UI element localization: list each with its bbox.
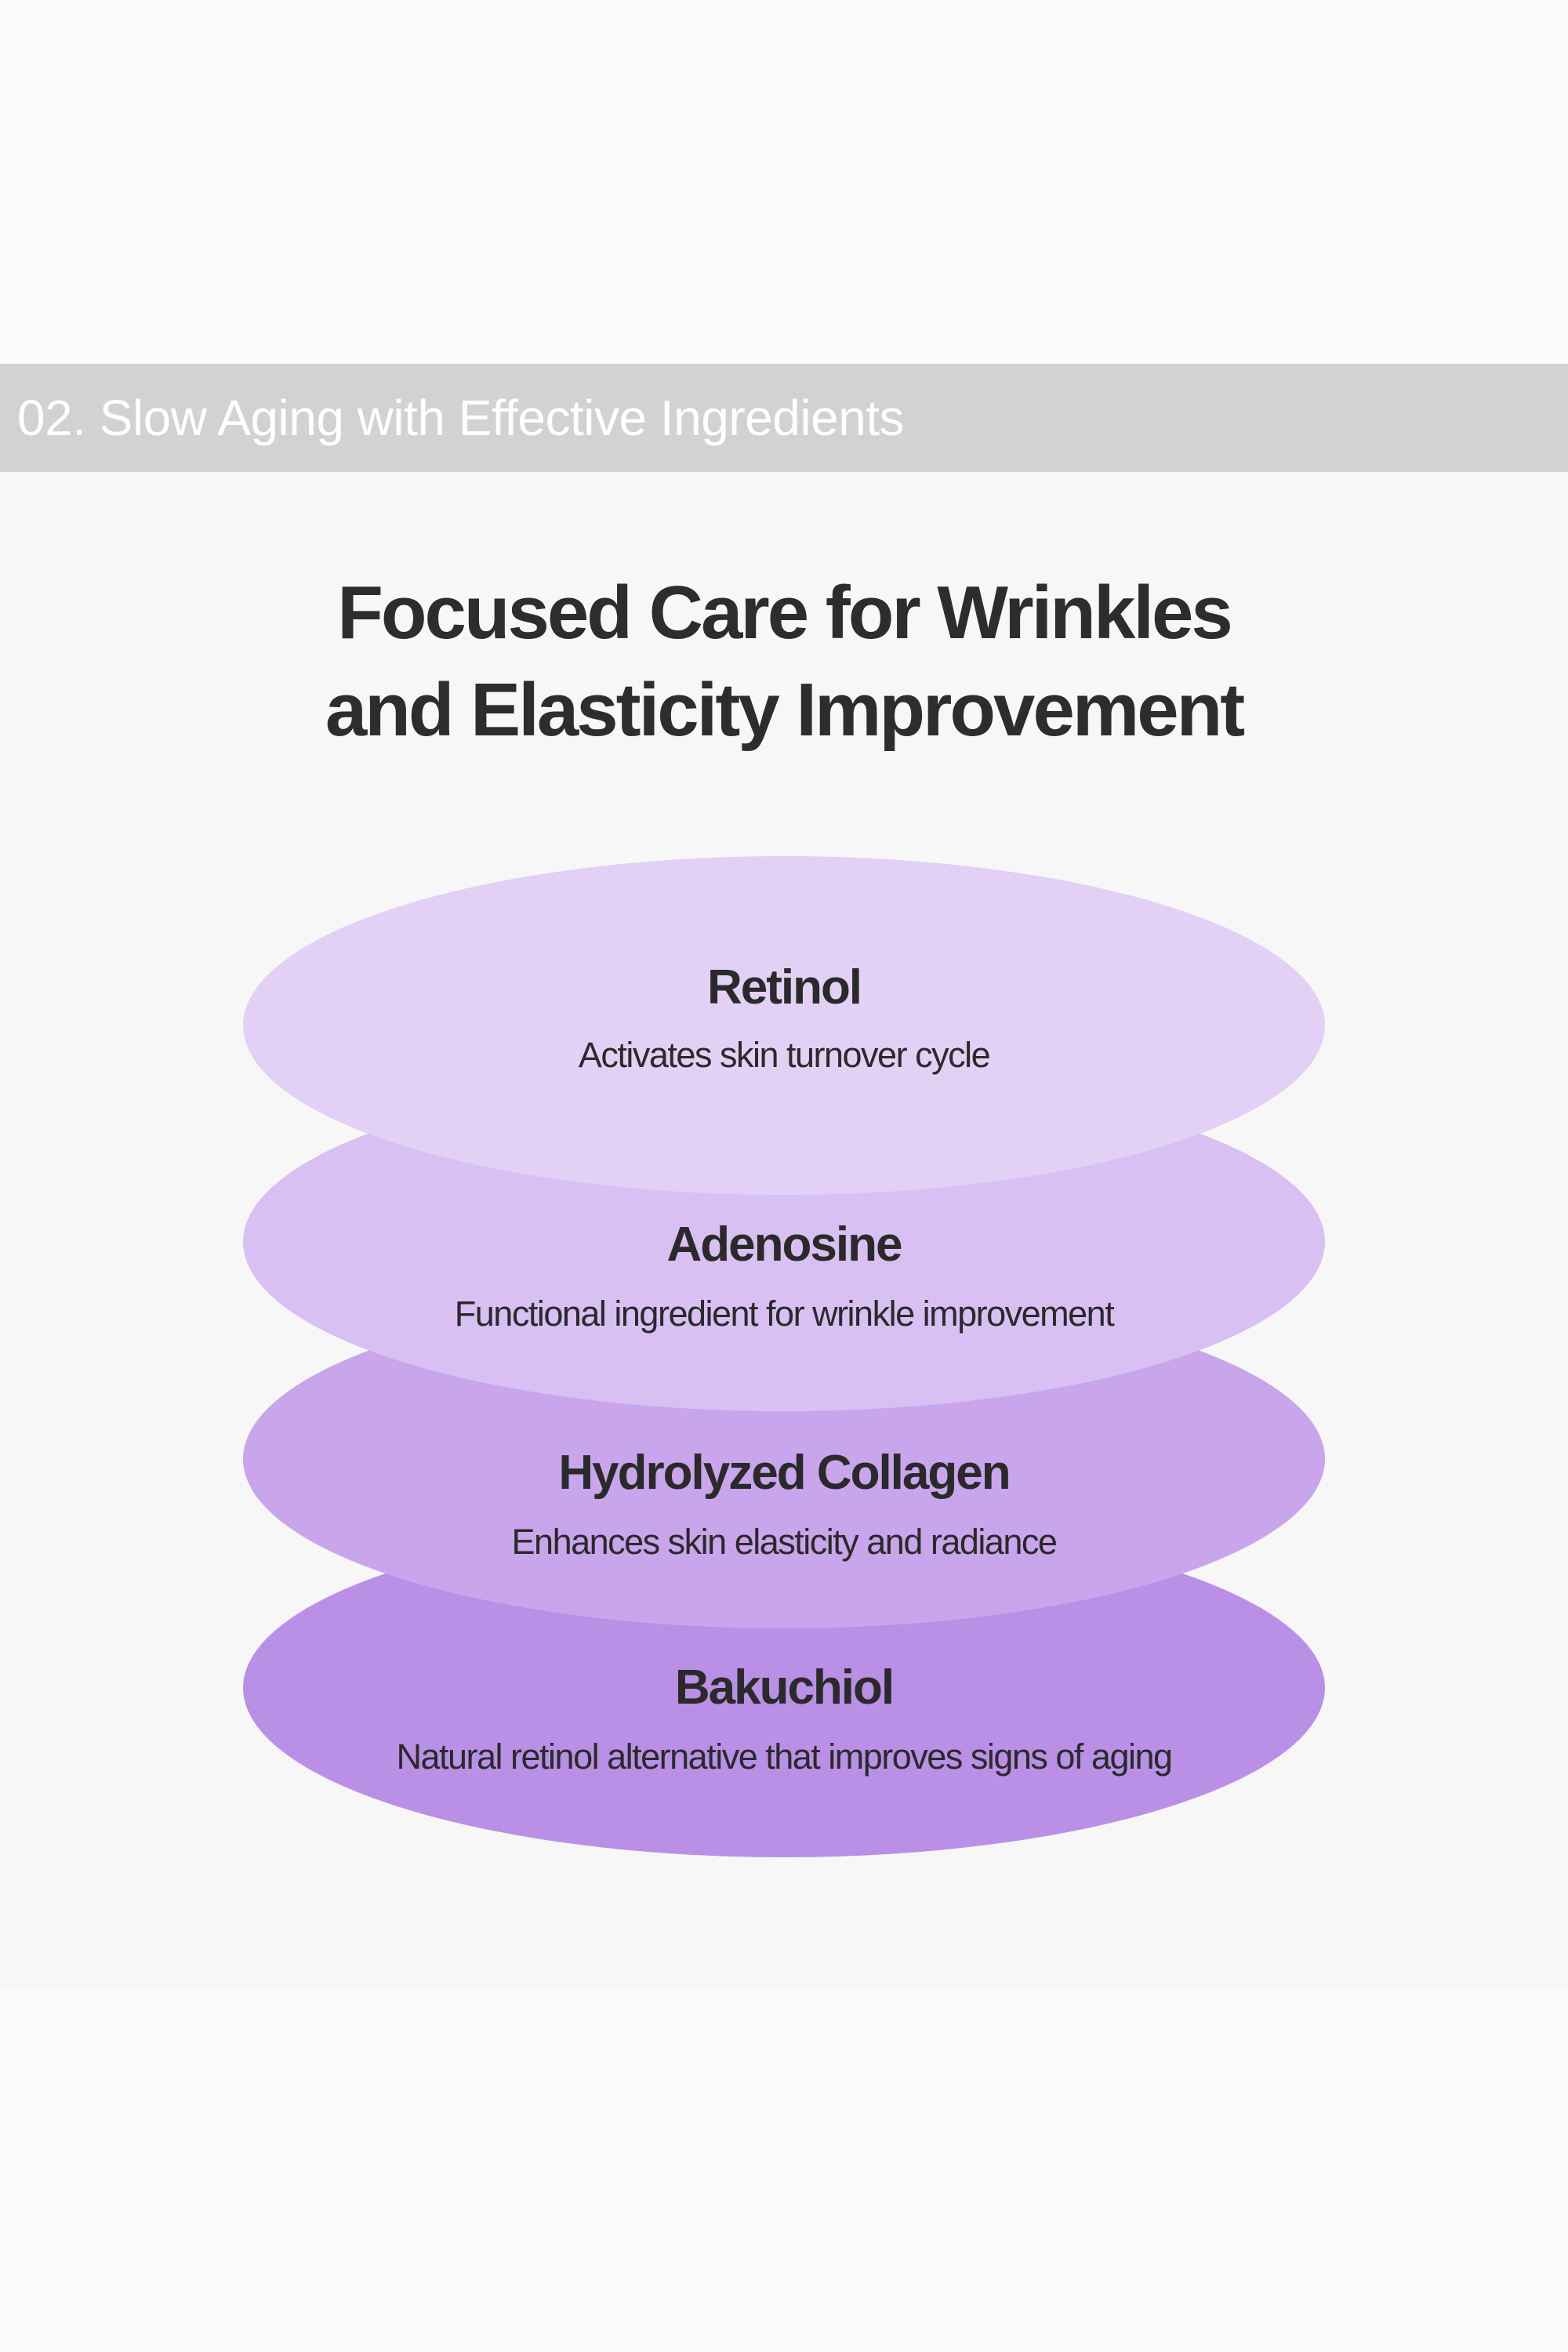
section-banner: 02. Slow Aging with Effective Ingredient… — [0, 364, 1568, 472]
ingredient-name: Adenosine — [666, 1218, 903, 1272]
ingredient-disc-retinol: Retinol Activates skin turnover cycle — [243, 856, 1325, 1195]
ingredient-name: Bakuchiol — [674, 1661, 895, 1715]
ingredient-description: Functional ingredient for wrinkle improv… — [454, 1294, 1115, 1334]
ingredient-name: Hydrolyzed Collagen — [558, 1446, 1011, 1500]
page-title-line-1: Focused Care for Wrinkles — [337, 571, 1233, 655]
ingredient-description: Enhances skin elasticity and radiance — [511, 1522, 1058, 1562]
page-title: Focused Care for Wrinkles and Elasticity… — [0, 564, 1568, 759]
ingredient-description: Natural retinol alternative that improve… — [396, 1737, 1173, 1777]
page-title-line-2: and Elasticity Improvement — [325, 668, 1245, 752]
section-banner-label: 02. Slow Aging with Effective Ingredient… — [17, 390, 905, 446]
ingredient-description: Activates skin turnover cycle — [578, 1035, 991, 1075]
ingredient-name: Retinol — [706, 960, 862, 1014]
